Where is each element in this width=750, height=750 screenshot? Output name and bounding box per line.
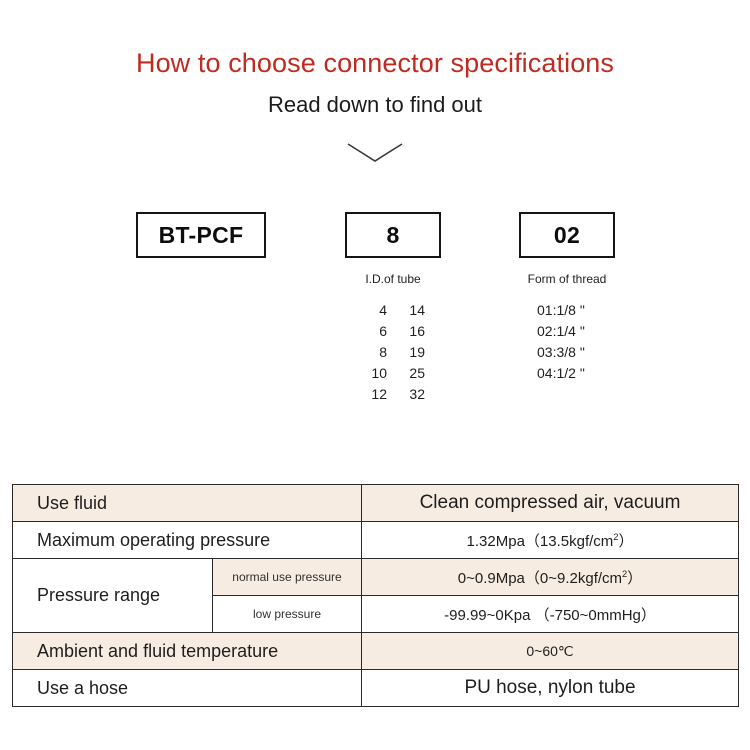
tube-option-left: 10 — [371, 365, 387, 381]
hose-label: Use a hose — [12, 669, 362, 707]
normal-pressure-exponent: 2 — [622, 568, 628, 579]
tube-option-left: 8 — [379, 344, 387, 360]
list-item: 04:1/2 " — [537, 365, 585, 381]
max-pressure-paren-close: ） — [618, 532, 634, 550]
use-fluid-label: Use fluid — [12, 484, 362, 522]
list-item: 03:3/8 " — [537, 344, 585, 360]
specification-table: Use fluid Clean compressed air, vacuum M… — [12, 484, 739, 707]
normal-use-pressure-value: 0~0.9Mpa（0~9.2kgf/cm2） — [361, 558, 739, 596]
temperature-value: 0~60℃ — [361, 632, 739, 670]
table-row: Ambient and fluid temperature 0~60℃ — [12, 632, 739, 670]
list-item: 8 19 — [345, 342, 455, 363]
tube-id-code-box: 8 — [345, 212, 441, 258]
chevron-container — [0, 140, 750, 166]
normal-use-pressure-label: normal use pressure — [212, 558, 362, 596]
normal-pressure-paren-close: ） — [627, 569, 643, 587]
list-item: 12 32 — [345, 384, 455, 405]
hose-value: PU hose, nylon tube — [361, 669, 739, 707]
chevron-down-icon — [347, 143, 403, 162]
tube-option-right: 25 — [409, 365, 425, 381]
tube-option-left: 6 — [379, 323, 387, 339]
low-pressure-value: -99.99~0Kpa （-750~0mmHg） — [361, 595, 739, 633]
table-row: Maximum operating pressure 1.32Mpa（13.5k… — [12, 521, 739, 559]
list-item: 10 25 — [345, 363, 455, 384]
table-row: Use fluid Clean compressed air, vacuum — [12, 484, 739, 522]
code-breakdown-row: BT-PCF 8 02 — [0, 212, 750, 262]
pressure-range-label: Pressure range — [12, 558, 213, 633]
max-pressure-paren-open: （13.5kgf/cm — [524, 532, 614, 550]
thread-caption: Form of thread — [527, 272, 607, 286]
tube-id-option-list: 4 14 6 16 8 19 10 25 12 32 — [345, 300, 455, 405]
low-pressure-label: low pressure — [212, 595, 362, 633]
tube-option-right: 19 — [409, 344, 425, 360]
series-code-box: BT-PCF — [136, 212, 266, 258]
temperature-label: Ambient and fluid temperature — [12, 632, 362, 670]
tube-option-right: 14 — [409, 302, 425, 318]
max-pressure-label: Maximum operating pressure — [12, 521, 362, 559]
normal-pressure-main: 0~0.9Mpa — [457, 569, 525, 587]
tube-option-left: 4 — [379, 302, 387, 318]
use-fluid-value: Clean compressed air, vacuum — [361, 484, 739, 522]
list-item: 01:1/8 " — [537, 302, 585, 318]
max-pressure-main: 1.32Mpa — [466, 532, 525, 550]
page-subtitle: Read down to find out — [267, 92, 483, 117]
tube-option-left: 12 — [371, 386, 387, 402]
max-pressure-value: 1.32Mpa（13.5kgf/cm2） — [361, 521, 739, 559]
list-item: 6 16 — [345, 321, 455, 342]
table-row: Pressure range normal use pressure 0~0.9… — [12, 558, 739, 633]
table-row: Use a hose PU hose, nylon tube — [12, 669, 739, 707]
normal-pressure-paren-open: （0~9.2kgf/cm — [524, 569, 623, 587]
list-item: 4 14 — [345, 300, 455, 321]
max-pressure-exponent: 2 — [613, 531, 619, 542]
tube-option-right: 16 — [409, 323, 425, 339]
tube-id-caption: I.D.of tube — [365, 272, 421, 286]
thread-option-list: 01:1/8 " 02:1/4 " 03:3/8 " 04:1/2 " — [519, 300, 649, 384]
list-item: 02:1/4 " — [537, 323, 585, 339]
thread-code-box: 02 — [519, 212, 615, 258]
page-title: How to choose connector specifications — [135, 48, 615, 78]
tube-option-right: 32 — [409, 386, 425, 402]
